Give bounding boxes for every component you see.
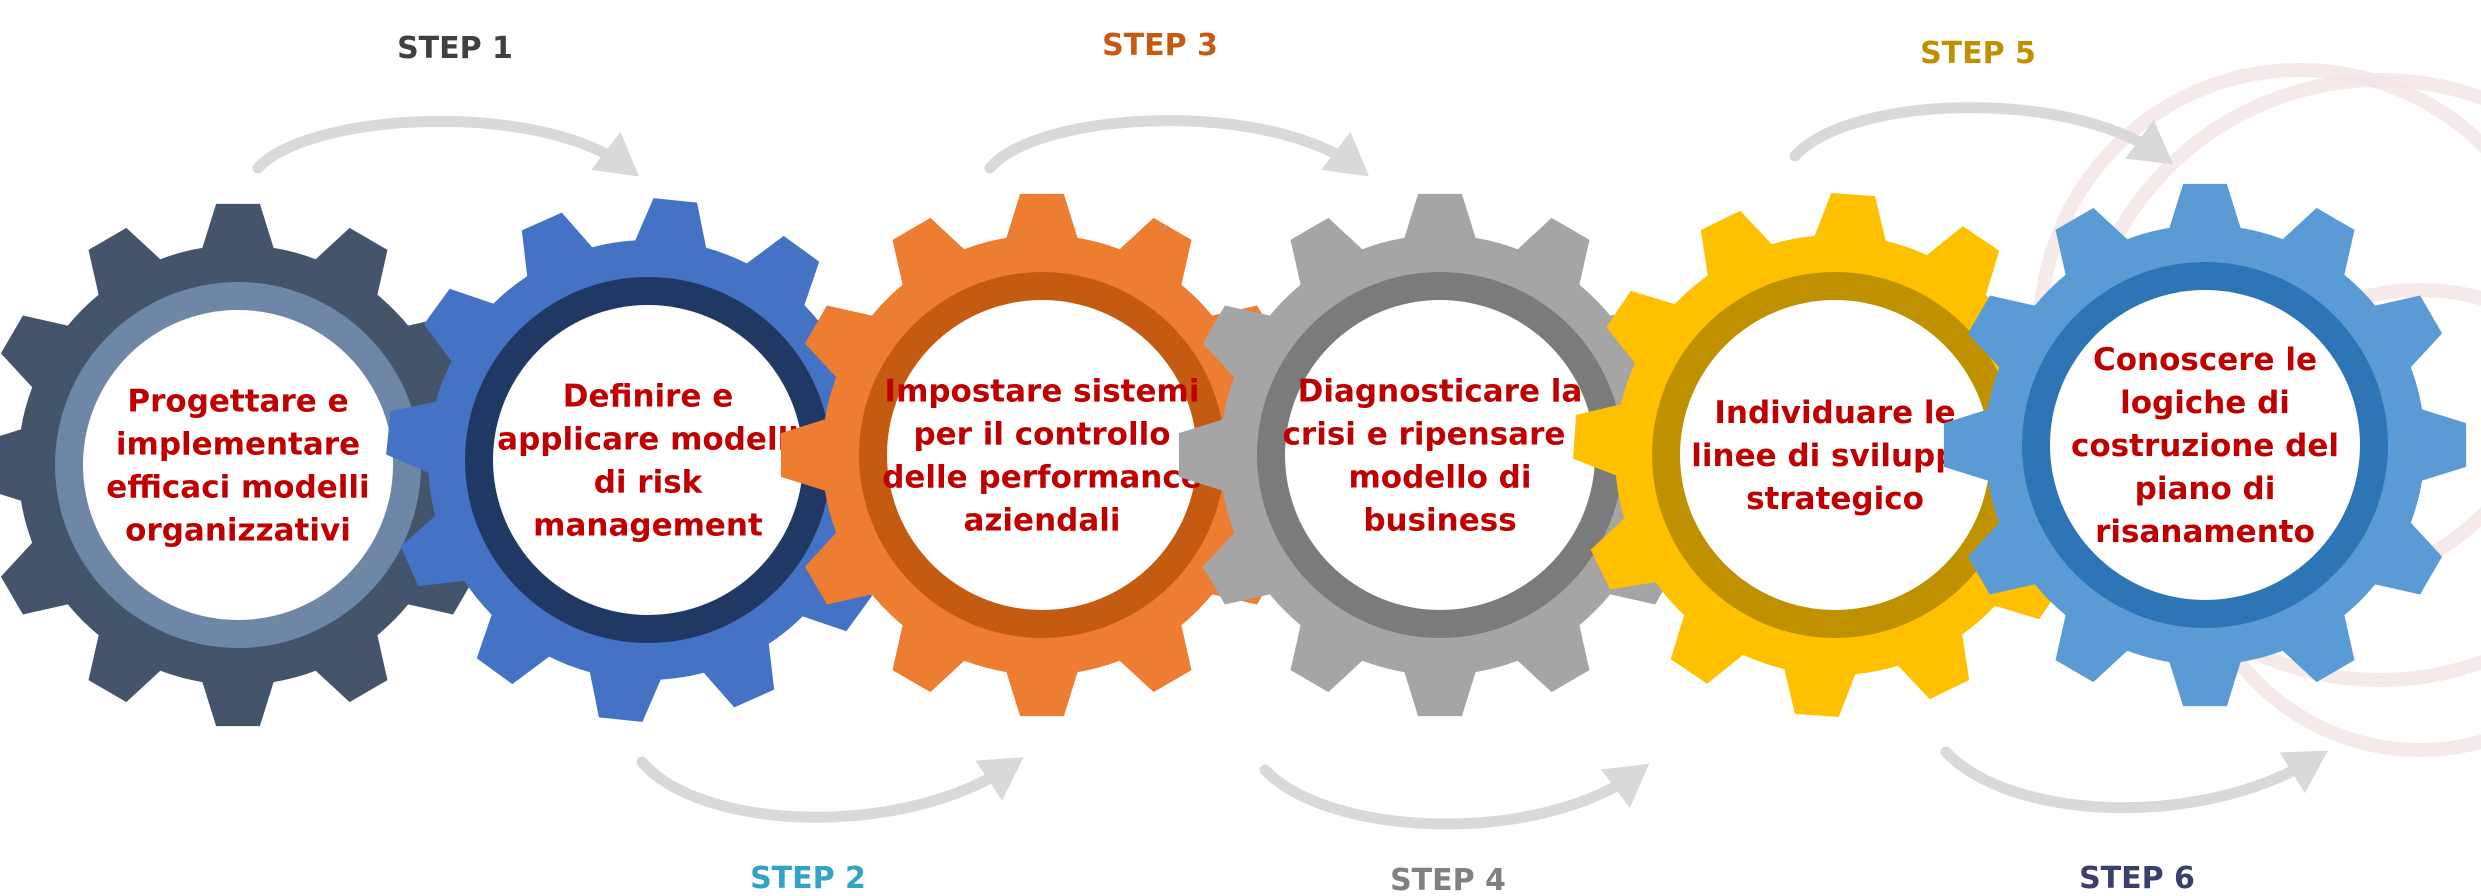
gear-center bbox=[83, 310, 393, 620]
gear-center bbox=[2050, 290, 2360, 600]
gear-text-line: risanamento bbox=[2095, 514, 2315, 550]
gears: Progettare e implementare efficaci modelli… bbox=[0, 183, 2467, 727]
gear-text-line: organizzativi bbox=[125, 513, 351, 549]
step-label-6: STEP 6 bbox=[2079, 861, 2195, 896]
step-label-2: STEP 2 bbox=[750, 861, 866, 896]
arrow-head bbox=[1601, 763, 1650, 808]
gear-text-step-1: Progettare e implementare efficaci modelli… bbox=[106, 384, 369, 549]
step-arrow bbox=[1259, 764, 1644, 830]
gear-center bbox=[887, 300, 1197, 610]
gear-center bbox=[493, 305, 803, 615]
gear-text-line: costruzione del bbox=[2071, 428, 2339, 464]
gear-text-line: efficaci modelli bbox=[106, 470, 369, 506]
gear-text-line: di risk bbox=[594, 465, 704, 501]
step-arrows bbox=[252, 102, 2328, 830]
step-labels: STEP 1 STEP 2 STEP 3 STEP 4 STEP 5 STEP 6 bbox=[397, 28, 2195, 896]
gear-text-line: modello di bbox=[1349, 460, 1532, 496]
gear-text-line: business bbox=[1363, 503, 1516, 539]
gear-text-line: per il controllo bbox=[913, 417, 1170, 453]
arrow-head bbox=[975, 757, 1024, 801]
gear-text-line: Impostare sistemi bbox=[885, 374, 1200, 410]
gear-text-step-2: Definire e applicare modelli di risk manage… bbox=[497, 379, 799, 544]
gear-step-5: Individuare le linee di sviluppo strategic… bbox=[1573, 193, 2097, 717]
gear-text-line: implementare bbox=[116, 427, 360, 463]
step-label-5: STEP 5 bbox=[1920, 36, 2036, 71]
step-label-1: STEP 1 bbox=[397, 31, 513, 66]
gear-text-line: strategico bbox=[1746, 481, 1924, 517]
gear-text-line: logiche di bbox=[2120, 385, 2290, 421]
gear-text-line: linee di sviluppo bbox=[1691, 438, 1978, 474]
gear-step-4: Diagnosticare la crisi e ripensare il mode… bbox=[1178, 193, 1702, 717]
arrow-head bbox=[2125, 120, 2174, 165]
gear-text-line: Diagnosticare la bbox=[1298, 374, 1583, 410]
step-label-3: STEP 3 bbox=[1102, 28, 1218, 63]
gear-center bbox=[1680, 300, 1990, 610]
step-arrow bbox=[1789, 102, 2168, 162]
gear-text-line: crisi e ripensare il bbox=[1283, 417, 1598, 453]
gear-text-step-5: Individuare le linee di sviluppo strategic… bbox=[1691, 395, 1978, 517]
arrow-head bbox=[591, 131, 640, 177]
gear-text-line: Progettare e bbox=[127, 384, 348, 420]
arrow-head bbox=[1321, 131, 1370, 177]
arrow-head bbox=[2279, 750, 2328, 794]
step-arrow bbox=[984, 115, 1364, 174]
gear-text-line: Definire e bbox=[563, 379, 734, 415]
gear-text-line: Conoscere le bbox=[2093, 342, 2317, 378]
gear-text-line: aziendali bbox=[963, 503, 1120, 539]
gear-text-line: management bbox=[533, 508, 763, 544]
gear-text-line: Individuare le bbox=[1714, 395, 1955, 431]
gear-step-1: Progettare e implementare efficaci modelli… bbox=[0, 203, 500, 727]
gear-step-2: Definire e applicare modelli di risk manage… bbox=[386, 198, 910, 722]
gear-center bbox=[1285, 300, 1595, 610]
gear-text-line: piano di bbox=[2135, 471, 2276, 507]
gear-text-step-3: Impostare sistemi per il controllo delle p… bbox=[882, 374, 1202, 539]
step-label-4: STEP 4 bbox=[1390, 863, 1506, 896]
gear-text-step-4: Diagnosticare la crisi e ripensare il mode… bbox=[1283, 374, 1598, 539]
step-arrow bbox=[636, 756, 1018, 823]
step-arrow bbox=[252, 115, 634, 174]
gear-text-line: delle performance bbox=[882, 460, 1202, 496]
gear-text-step-6: Conoscere le logiche di costruzione del pia… bbox=[2071, 342, 2339, 550]
gear-step-6: Conoscere le logiche di costruzione del pia… bbox=[1943, 183, 2467, 707]
gear-step-3: Impostare sistemi per il controllo delle p… bbox=[780, 193, 1304, 717]
gear-text-line: applicare modelli bbox=[497, 422, 799, 458]
step-arrow bbox=[1940, 746, 2322, 814]
